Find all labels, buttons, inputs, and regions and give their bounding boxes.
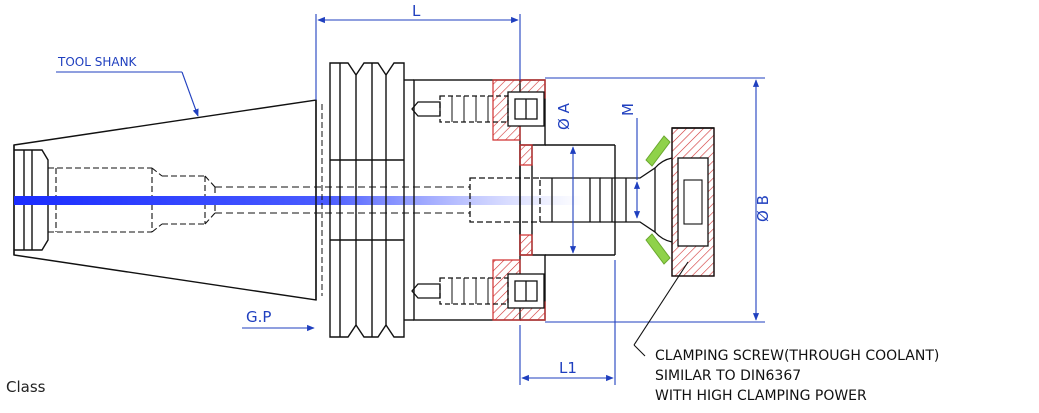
note-line-2: SIMILAR TO DIN6367 [655, 368, 801, 384]
note-line-3: WITH HIGH CLAMPING POWER [655, 388, 867, 404]
tool-shank-label: TOOL SHANK [57, 55, 138, 69]
dim-dia-A-label: Ø A [555, 102, 573, 130]
bolt-upper [411, 91, 545, 127]
dim-L1-label: L1 [559, 359, 577, 377]
coolant-bore-outline [215, 186, 470, 214]
dimension-lines [56, 14, 765, 385]
note-line-1: CLAMPING SCREW(THROUGH COOLANT) [655, 348, 939, 364]
class-label: Class [6, 378, 46, 396]
clamp-head [671, 127, 715, 277]
dim-L-label: L [412, 2, 421, 20]
dim-M-label: M [619, 103, 637, 116]
dim-dia-B-label: Ø B [754, 195, 772, 222]
bolt-lower [411, 273, 545, 309]
dim-gp-label: G.P [246, 308, 271, 326]
flange [315, 62, 414, 338]
coolant-channel [14, 196, 584, 205]
note-leader [633, 261, 689, 357]
green-accent [645, 135, 671, 265]
